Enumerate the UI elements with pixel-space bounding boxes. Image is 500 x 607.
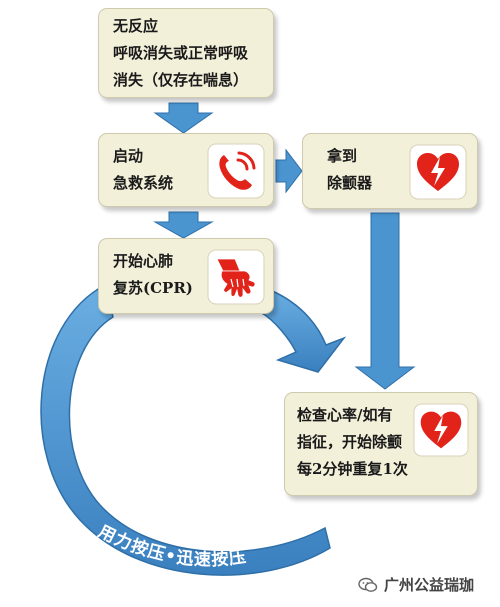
arrow-step3-to-step5 — [354, 212, 416, 390]
wechat-icon — [358, 577, 378, 592]
arrow-step1-to-step2 — [153, 102, 214, 134]
step5-line2: 指征，开始除颤 — [297, 433, 403, 451]
step4-line1: 开始心肺 — [113, 252, 174, 270]
watermark-text: 广州公益瑞珈 — [384, 576, 475, 594]
step1-line2: 呼吸消失或正常呼吸 — [113, 44, 249, 62]
step-get-defibrillator: 拿到 除颤器 — [302, 133, 478, 209]
step-activate-emergency: 启动 急救系统 — [98, 133, 274, 207]
step-check-rhythm: 检查心率/如有 指征，开始除颤 每2分钟重复1次 — [284, 392, 478, 496]
phone-icon — [207, 143, 265, 199]
step2-line2: 急救系统 — [113, 174, 174, 192]
arrow-step2-to-step4 — [153, 211, 214, 239]
step5-line1: 检查心率/如有 — [297, 406, 393, 424]
cpr-hands-icon — [207, 249, 265, 305]
cpr-cycle-ring — [40, 283, 347, 576]
heart-lightning-icon — [409, 144, 467, 200]
step2-line1: 启动 — [113, 147, 144, 165]
step5-line3: 每2分钟重复1次 — [297, 460, 408, 478]
step-start-cpr: 开始心肺 复苏(CPR) — [98, 238, 274, 314]
step-no-response: 无反应 呼吸消失或正常呼吸 消失（仅存在喘息） — [98, 8, 274, 98]
arrow-step2-to-step3 — [275, 148, 303, 194]
step3-line2: 除颤器 — [327, 174, 373, 192]
step4-line2: 复苏(CPR) — [113, 279, 193, 297]
step3-line1: 拿到 — [327, 147, 358, 165]
step1-line3: 消失（仅存在喘息） — [113, 71, 249, 89]
watermark: 广州公益瑞珈 — [358, 574, 474, 595]
heart-lightning-icon — [413, 403, 469, 457]
step1-line1: 无反应 — [113, 17, 159, 35]
